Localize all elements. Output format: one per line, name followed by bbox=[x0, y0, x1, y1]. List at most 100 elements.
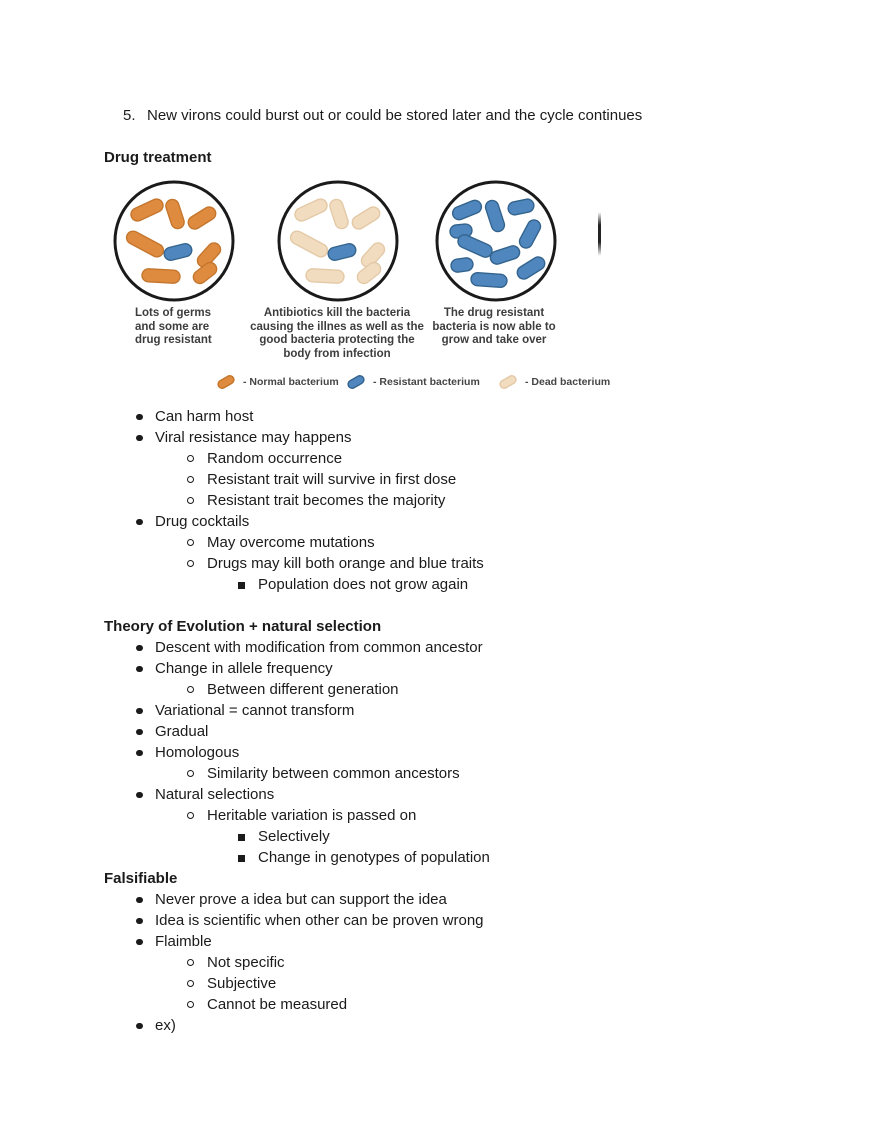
bullet-text: Never prove a idea but can support the i… bbox=[155, 891, 447, 908]
heading-evolution: Theory of Evolution + natural selection bbox=[104, 618, 382, 635]
bullet-text: Gradual bbox=[155, 723, 209, 740]
bullet-item: Drug cocktails bbox=[104, 511, 724, 532]
bullet-marker bbox=[136, 749, 143, 756]
bullet-item: Heritable variation is passed on bbox=[104, 805, 724, 826]
bullet-marker bbox=[187, 560, 194, 567]
bullet-marker bbox=[187, 959, 194, 966]
bullet-text: Idea is scientific when other can be pro… bbox=[155, 912, 484, 929]
bullet-marker bbox=[187, 539, 194, 546]
bullet-text: Resistant trait will survive in first do… bbox=[207, 471, 457, 488]
bullet-item: Natural selections bbox=[104, 784, 724, 805]
bullet-item: May overcome mutations bbox=[104, 532, 724, 553]
bullet-marker bbox=[187, 476, 194, 483]
normal-bacterium-icon bbox=[217, 375, 235, 389]
bullet-text: Cannot be measured bbox=[207, 996, 348, 1013]
numbered-list-item: 5. New virons could burst out or could b… bbox=[104, 105, 724, 126]
petri-dish-antibiotic-icon bbox=[277, 180, 399, 302]
figure-caption: Lots of germs and some are drug resistan… bbox=[135, 307, 212, 346]
bullet-text: Change in genotypes of population bbox=[258, 849, 490, 866]
falsifiable-bullets: Never prove a idea but can support the i… bbox=[104, 889, 724, 1036]
bullet-item: Change in genotypes of population bbox=[104, 847, 724, 868]
bullet-text: Population does not grow again bbox=[258, 576, 469, 593]
legend-item: - Normal bacterium bbox=[214, 374, 339, 390]
bullet-item: ex) bbox=[104, 1015, 724, 1036]
bullet-marker bbox=[187, 1001, 194, 1008]
bullet-marker bbox=[136, 665, 143, 672]
numbered-item-text: New virons could burst out or could be s… bbox=[147, 107, 643, 124]
bacteria-resistance-figure: Lots of germs and some are drug resistan… bbox=[104, 176, 624, 398]
bullet-marker bbox=[136, 728, 143, 735]
bullet-item: Variational = cannot transform bbox=[104, 700, 724, 721]
bullet-text: Drugs may kill both orange and blue trai… bbox=[207, 555, 484, 572]
bullet-item: Random occurrence bbox=[104, 448, 724, 469]
bullet-text: Drug cocktails bbox=[155, 513, 250, 530]
bullet-text: Descent with modification from common an… bbox=[155, 639, 483, 656]
bullet-item: Cannot be measured bbox=[104, 994, 724, 1015]
bullet-marker bbox=[238, 582, 245, 589]
bullet-text: Similarity between common ancestors bbox=[207, 765, 460, 782]
bullet-item: Similarity between common ancestors bbox=[104, 763, 724, 784]
bullet-text: Heritable variation is passed on bbox=[207, 807, 417, 824]
bullet-text: Selectively bbox=[258, 828, 330, 845]
bullet-item: Homologous bbox=[104, 742, 724, 763]
bullet-item: Gradual bbox=[104, 721, 724, 742]
legend-item: - Dead bacterium bbox=[496, 374, 610, 390]
bullet-item: Viral resistance may happens bbox=[104, 427, 724, 448]
bullet-marker bbox=[136, 413, 143, 420]
bullet-item: Descent with modification from common an… bbox=[104, 637, 724, 658]
bullet-item: Between different generation bbox=[104, 679, 724, 700]
bullet-marker bbox=[187, 455, 194, 462]
bullet-marker bbox=[187, 497, 194, 504]
heading-falsifiable: Falsifiable bbox=[104, 870, 178, 887]
bullet-marker bbox=[136, 644, 143, 651]
figure-legend: - Normal bacterium - Resistant bacterium… bbox=[104, 374, 624, 398]
bullet-item: Selectively bbox=[104, 826, 724, 847]
bullet-marker bbox=[187, 686, 194, 693]
bullet-marker bbox=[187, 770, 194, 777]
evolution-bullets: Descent with modification from common an… bbox=[104, 637, 724, 868]
legend-label: - Dead bacterium bbox=[525, 376, 611, 388]
bullet-text: Not specific bbox=[207, 954, 285, 971]
bullet-marker bbox=[136, 518, 143, 525]
bullet-item: Population does not grow again bbox=[104, 574, 724, 595]
bullet-item: Flaimble bbox=[104, 931, 724, 952]
bullet-marker bbox=[136, 917, 143, 924]
bullet-marker bbox=[238, 855, 245, 862]
bullet-item: Drugs may kill both orange and blue trai… bbox=[104, 553, 724, 574]
list-number: 5. bbox=[123, 107, 136, 124]
bullet-marker bbox=[136, 707, 143, 714]
bullet-marker bbox=[136, 791, 143, 798]
bullet-text: Natural selections bbox=[155, 786, 275, 803]
resistant-bacterium-icon bbox=[347, 375, 365, 389]
figure-caption: Antibiotics kill the bacteria causing th… bbox=[250, 307, 424, 360]
bullet-text: Can harm host bbox=[155, 408, 254, 425]
bullet-text: Flaimble bbox=[155, 933, 212, 950]
bullet-marker bbox=[136, 434, 143, 441]
bullet-marker bbox=[187, 812, 194, 819]
legend-label: - Resistant bacterium bbox=[373, 376, 480, 388]
dead-bacterium-icon bbox=[499, 375, 517, 389]
bullet-item: Never prove a idea but can support the i… bbox=[104, 889, 724, 910]
bullet-text: Change in allele frequency bbox=[155, 660, 333, 677]
bullet-text: Homologous bbox=[155, 744, 240, 761]
figure-caption: The drug resistant bacteria is now able … bbox=[432, 307, 556, 346]
petri-dish-resistant-icon bbox=[435, 180, 557, 302]
bullet-item: Resistant trait becomes the majority bbox=[104, 490, 724, 511]
bullet-text: Resistant trait becomes the majority bbox=[207, 492, 446, 509]
document-page: 5. New virons could burst out or could b… bbox=[104, 105, 724, 1036]
legend-item: - Resistant bacterium bbox=[344, 374, 480, 390]
bullet-item: Subjective bbox=[104, 973, 724, 994]
bullet-marker bbox=[136, 938, 143, 945]
bullet-item: Idea is scientific when other can be pro… bbox=[104, 910, 724, 931]
bullet-marker bbox=[136, 1022, 143, 1029]
petri-dish-normal-icon bbox=[113, 180, 235, 302]
bullet-text: Variational = cannot transform bbox=[155, 702, 355, 719]
bullet-item: Resistant trait will survive in first do… bbox=[104, 469, 724, 490]
bullet-item: Can harm host bbox=[104, 406, 724, 427]
bullet-text: ex) bbox=[155, 1017, 176, 1034]
bullet-item: Change in allele frequency bbox=[104, 658, 724, 679]
bullet-text: Between different generation bbox=[207, 681, 399, 698]
bullet-marker bbox=[187, 980, 194, 987]
heading-drug-treatment: Drug treatment bbox=[104, 149, 212, 166]
